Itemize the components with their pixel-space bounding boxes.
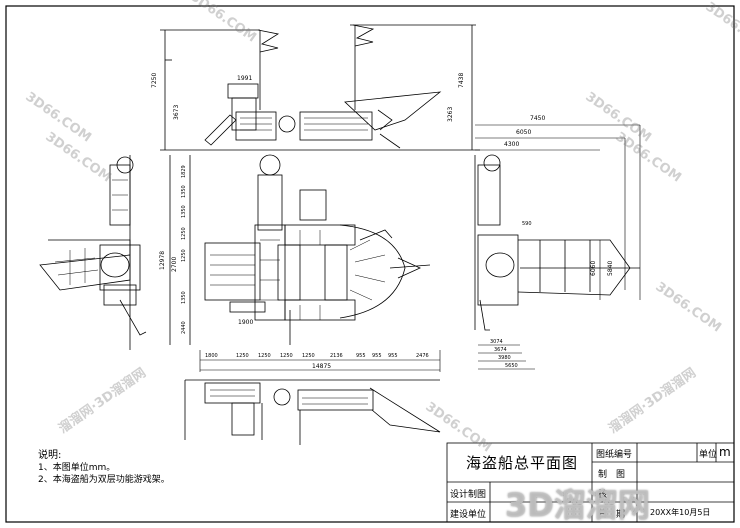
date-label: 日 期 (598, 510, 626, 520)
dim-top-inner-height: 3673 (173, 105, 180, 120)
bottom-elevation-hatching (210, 389, 368, 405)
dim-plan-left-seg-7: 2440 (181, 321, 187, 334)
dim-right-top-2: 6050 (516, 129, 531, 136)
left-side-hatching (54, 179, 128, 285)
right-side-dimensions (475, 124, 641, 370)
dim-plan-bottom-seg-5: 1250 (302, 353, 315, 359)
dim-top-deck-width: 1991 (237, 75, 252, 82)
unit-label: 单位 (699, 450, 718, 460)
dim-top-right-inner: 3263 (447, 107, 454, 122)
right-side-elevation (474, 154, 640, 331)
designer-label: 设计制图 (450, 490, 487, 500)
front-elevation (160, 24, 480, 151)
watermark-logo: 3D溜溜网 (505, 486, 650, 524)
dim-plan-bottom-seg-4: 1250 (280, 353, 293, 359)
note-item-2: 2、本海盗船为双层功能游戏架。 (38, 475, 170, 485)
dim-plan-slide-width: 1900 (238, 319, 253, 326)
dim-right-top-3: 4300 (504, 141, 519, 148)
bottom-elevation (184, 379, 441, 445)
dim-top-right-height: 7438 (458, 73, 465, 88)
note-item-1: 1、本图单位mm。 (38, 463, 116, 473)
sheet-border (5, 5, 735, 523)
dim-right-bottom-1: 3074 (490, 339, 503, 345)
left-side-elevation (39, 155, 147, 350)
dim-plan-left-seg-1: 1829 (181, 165, 187, 178)
dim-top-left-height: 7250 (151, 73, 158, 88)
dim-plan-bottom-seg-8: 955 (372, 353, 382, 359)
dim-plan-bottom-seg-2: 1250 (236, 353, 249, 359)
dim-plan-bottom-seg-10: 2476 (416, 353, 429, 359)
construction-label: 建设单位 (450, 510, 487, 520)
unit-value: m (719, 445, 731, 459)
dim-plan-bottom-total: 14875 (312, 363, 331, 370)
plan-bottom-dimensions (199, 350, 441, 372)
dim-plan-bottom-seg-7: 955 (356, 353, 366, 359)
dim-plan-bottom-seg-6: 2136 (330, 353, 343, 359)
plan-view-hatching (210, 230, 386, 320)
notes-heading: 说明: (38, 450, 62, 461)
dim-plan-left-seg-6: 1350 (181, 291, 187, 304)
dim-plan-left-total: 12978 (159, 251, 166, 270)
dim-right-side-2: 5840 (607, 261, 614, 276)
dim-plan-left-mid: 2700 (171, 257, 178, 272)
dim-plan-bottom-seg-9: 955 (388, 353, 398, 359)
front-elevation-hatching (240, 117, 368, 131)
dim-plan-left-seg-2: 1350 (181, 185, 187, 198)
title-block-frame (446, 442, 735, 523)
notes: 说明: 1、本图单位mm。 2、本海盗船为双层功能游戏架。 (38, 450, 170, 486)
dim-right-bottom-4: 5650 (505, 363, 518, 369)
checker-label: 核 (598, 490, 608, 500)
dim-plan-bottom-seg-3: 1250 (258, 353, 271, 359)
dim-plan-left-seg-5: 1250 (181, 249, 187, 262)
dim-plan-left-seg-3: 1350 (181, 205, 187, 218)
dim-plan-bottom-seg-1: 1800 (205, 353, 218, 359)
date-value: 20XX年10月5日 (650, 508, 711, 517)
dim-right-top-1: 7450 (530, 115, 545, 122)
dim-right-side-1: 6060 (590, 261, 597, 276)
dim-right-bottom-2: 3674 (494, 347, 507, 353)
dim-plan-left-seg-4: 1250 (181, 227, 187, 240)
drafter-label: 制 图 (598, 470, 626, 480)
dim-right-bottom-3: 3980 (498, 355, 511, 361)
dim-right-top-4: 590 (522, 221, 532, 227)
drawing-title: 海盗船总平面图 (465, 453, 578, 472)
dim-plan-bottom-segments: 1800 1250 1250 1250 1250 2136 955 955 95… (205, 353, 429, 359)
drawing-number-label: 图纸编号 (596, 450, 633, 460)
dim-plan-left-segments: 1829 1350 1350 1250 1250 1350 2440 (181, 165, 187, 334)
